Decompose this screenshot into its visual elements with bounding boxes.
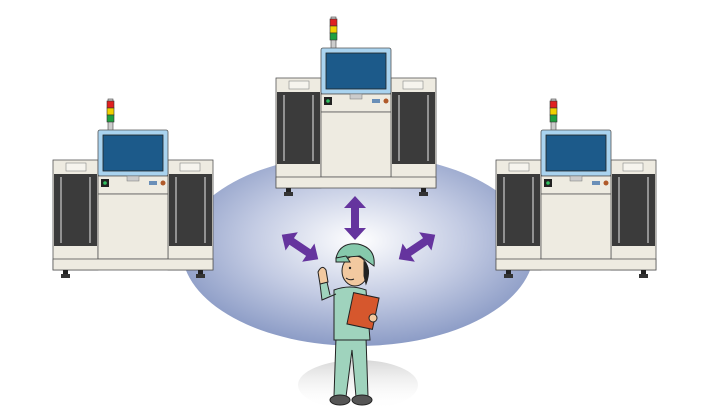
machine-right-icon: [495, 98, 657, 279]
machine-center-icon: [275, 16, 437, 197]
worker-icon: [317, 243, 380, 406]
machine-left-icon: [52, 98, 214, 279]
